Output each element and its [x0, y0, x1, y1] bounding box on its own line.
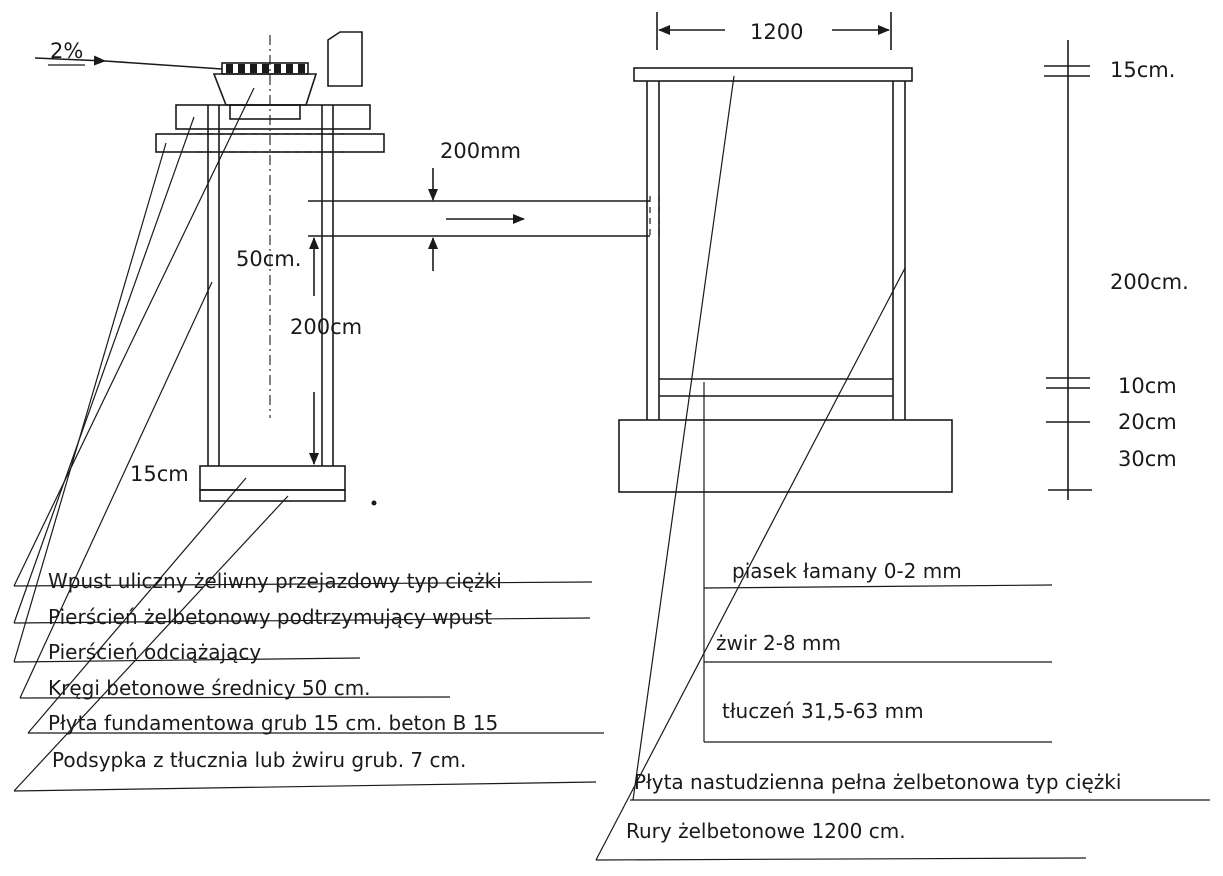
legend-sand: piasek łamany 0-2 mm — [732, 559, 962, 583]
legend-foundation-slab: Płyta fundamentowa grub 15 cm. beton B 1… — [48, 711, 498, 735]
level-label-shaft: 200cm. — [1110, 270, 1189, 294]
legend-concrete-rings: Kręgi betonowe średnicy 50 cm. — [48, 676, 371, 700]
relief-ring — [155, 133, 385, 153]
absorption-well: 1200 — [595, 12, 953, 861]
legend-crushed-stone: tłuczeń 31,5-63 mm — [722, 699, 924, 723]
slope-arrow — [34, 55, 106, 66]
gravel-bedding — [199, 489, 346, 502]
legend-gravel: żwir 2-8 mm — [716, 631, 841, 655]
level-label-gravel: 20cm — [1118, 410, 1177, 434]
scan-dot — [371, 500, 377, 506]
foundation-slab — [199, 465, 346, 491]
well-legend: piasek łamany 0-2 mm żwir 2-8 mm tłuczeń… — [595, 559, 1210, 861]
pipe-leader — [595, 267, 906, 861]
legend-support-ring: Pierścień żelbetonowy podtrzymujący wpus… — [48, 605, 492, 629]
inlet-body — [212, 73, 318, 106]
well-width-label: 1200 — [750, 20, 803, 44]
curb-stone — [327, 31, 363, 87]
concrete-rings — [207, 105, 334, 466]
level-label-stone: 30cm — [1118, 447, 1177, 471]
support-ring — [175, 104, 371, 130]
cover-slab — [633, 67, 913, 82]
pipe-diameter-label: 200mm — [440, 139, 521, 163]
legend-pipes: Rury żelbetonowe 1200 cm. — [626, 819, 906, 843]
slope-line — [104, 60, 223, 70]
inlet-leader-lines — [13, 87, 289, 792]
well-walls — [646, 81, 906, 420]
ring-diameter-label: 50cm. — [236, 247, 301, 271]
slope-label: 2% — [50, 39, 83, 63]
legend-bedding: Podsypka z tłucznia lub żwiru grub. 7 cm… — [52, 748, 466, 772]
level-dimensions: 15cm. 200cm. 10cm 20cm 30cm — [1044, 40, 1189, 500]
level-label-sand: 10cm — [1118, 374, 1177, 398]
inlet-legend: Wpust uliczny żeliwny przejazdowy typ ci… — [13, 569, 604, 792]
cover-slab-leader — [632, 75, 735, 801]
grate-bars — [226, 64, 305, 73]
legend-street-inlet: Wpust uliczny żeliwny przejazdowy typ ci… — [48, 569, 502, 593]
legend-cover-slab: Płyta nastudzienna pełna żelbetonowa typ… — [634, 770, 1121, 794]
crushed-stone-base — [618, 419, 953, 493]
street-inlet: 2% — [13, 31, 660, 792]
shaft-height-label: 200cm — [290, 315, 362, 339]
level-label-cover: 15cm. — [1110, 58, 1175, 82]
slab-thickness-label: 15cm — [130, 462, 189, 486]
